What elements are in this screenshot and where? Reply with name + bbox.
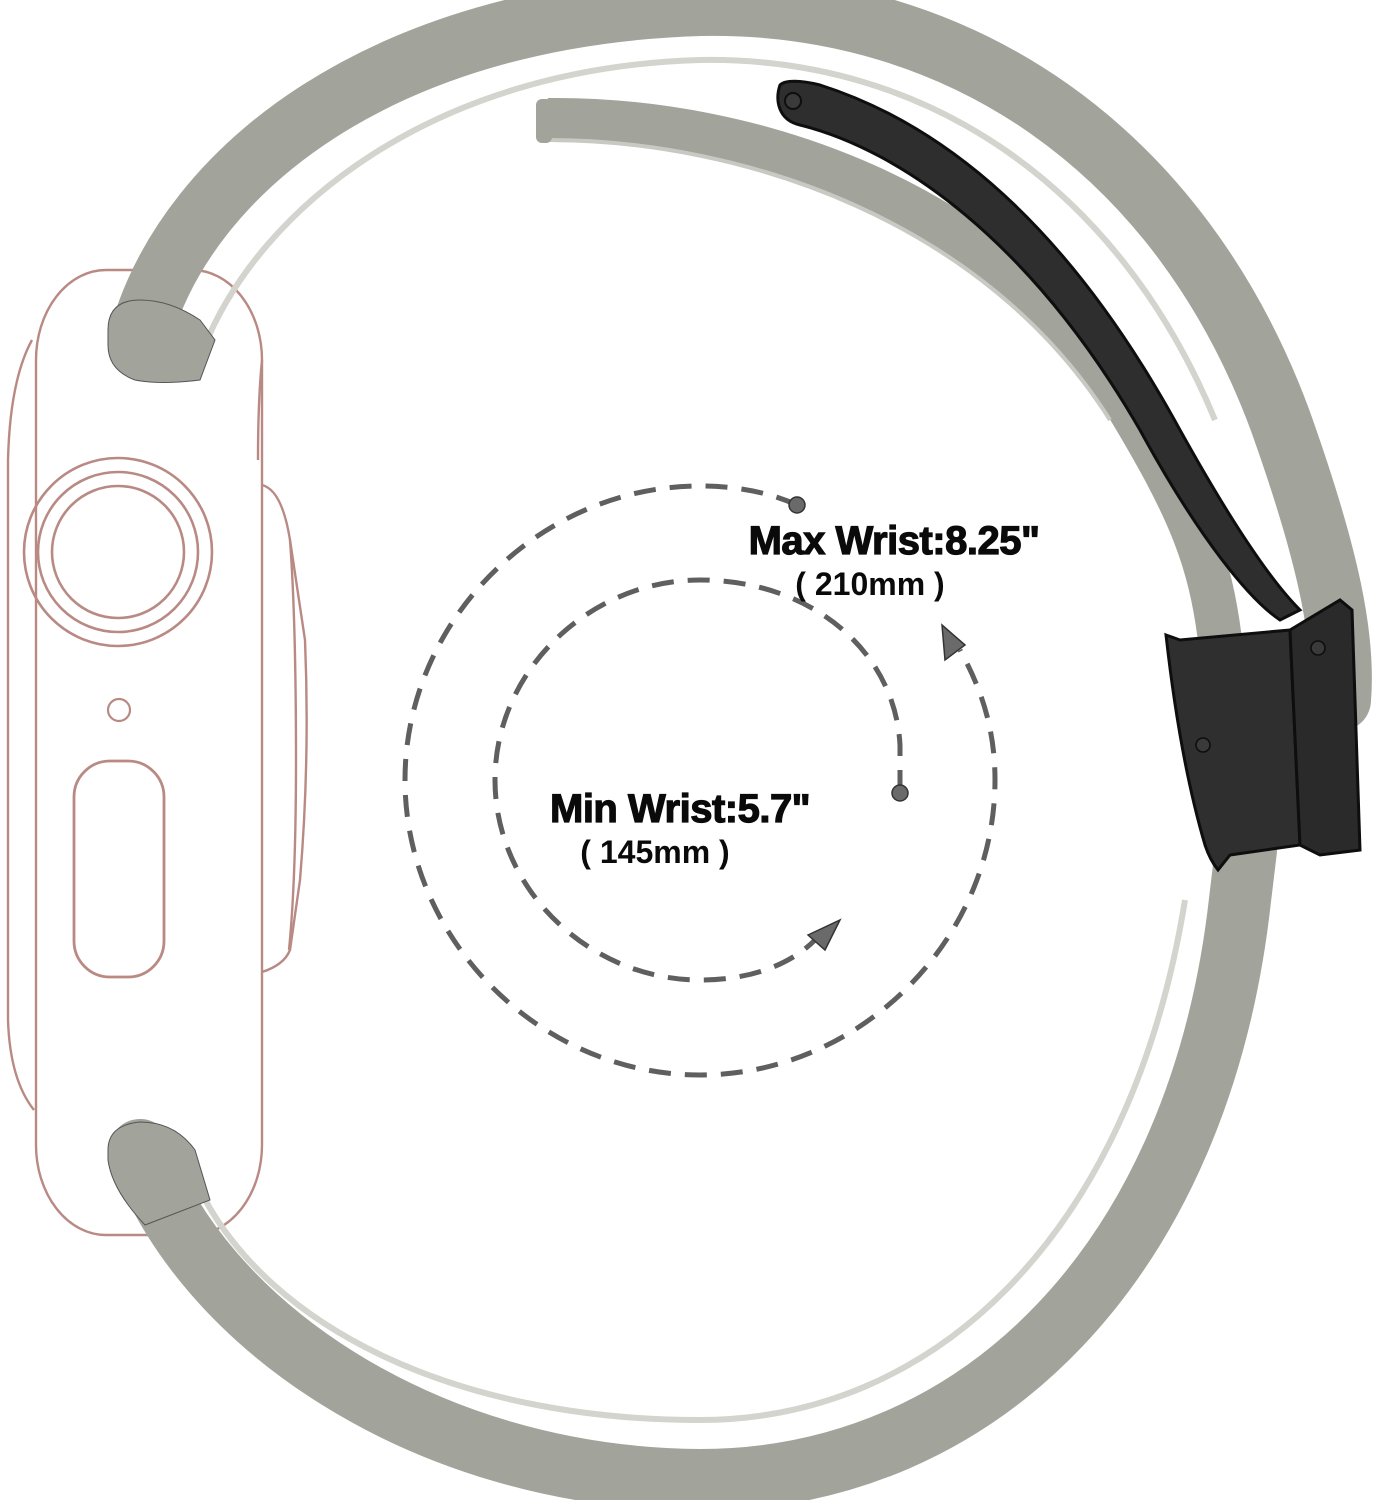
max-wrist-metric: ( 210mm ) <box>795 566 945 602</box>
min-wrist-label: Min Wrist:5.7" ( 145mm ) <box>549 786 870 872</box>
max-wrist-circle <box>402 483 998 1078</box>
microphone-hole-icon <box>106 697 132 723</box>
digital-crown-icon <box>22 456 214 648</box>
min-wrist-title: Min Wrist:5.7" <box>549 786 811 831</box>
max-wrist-label: Max Wrist:8.25" ( 210mm ) <box>734 518 1054 604</box>
max-start-dot <box>788 496 806 514</box>
min-arrowhead-icon <box>806 918 842 952</box>
watch-band <box>107 0 1372 1505</box>
min-wrist-circle <box>492 577 909 983</box>
hinge-pin-icon <box>784 92 802 110</box>
min-start-dot <box>891 784 909 802</box>
max-arrowhead-icon <box>941 623 967 662</box>
buckle-screw-icon <box>1310 640 1326 656</box>
watch-case-outline <box>6 268 308 1237</box>
side-button-outline <box>72 759 166 979</box>
buckle-screw-icon <box>1195 737 1211 753</box>
min-wrist-metric: ( 145mm ) <box>580 834 730 870</box>
magnetic-buckle <box>776 79 1362 873</box>
max-wrist-title: Max Wrist:8.25" <box>748 518 1041 563</box>
